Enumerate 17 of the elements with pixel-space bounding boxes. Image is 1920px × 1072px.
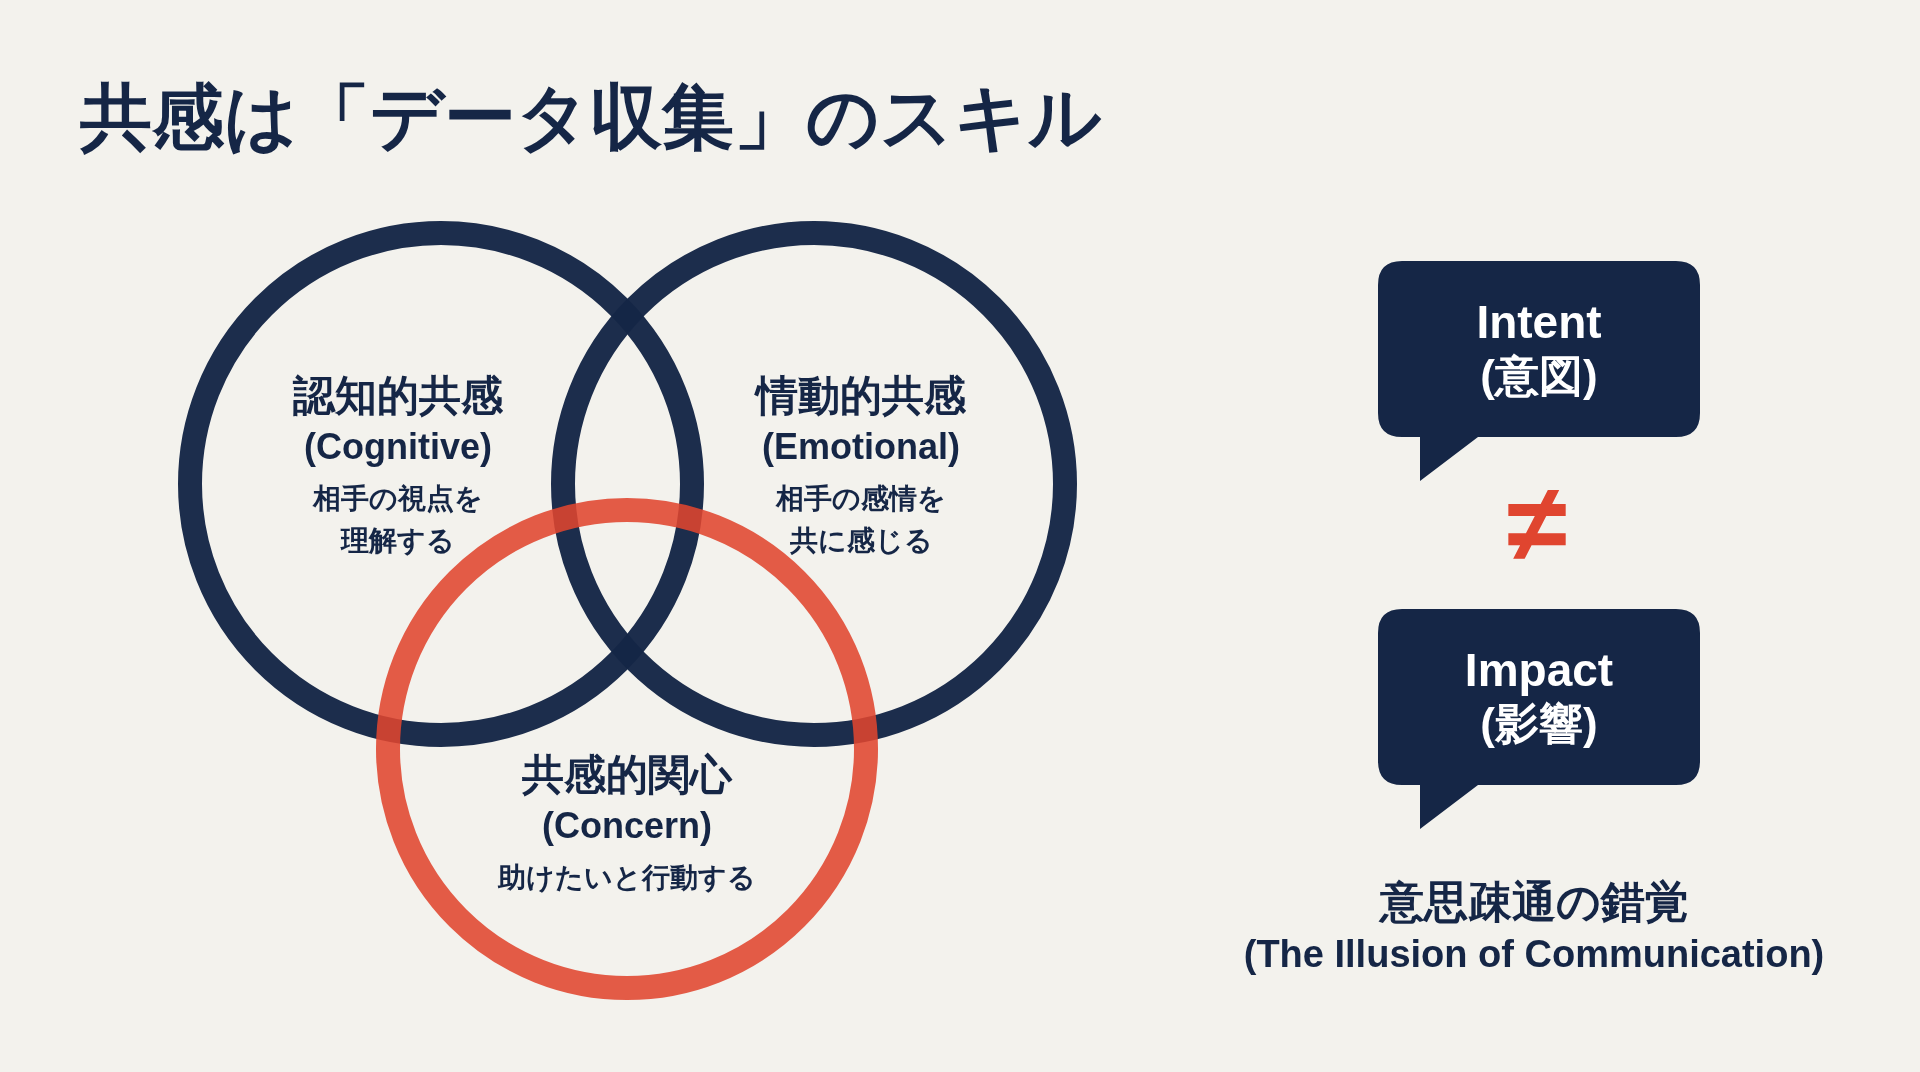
circle-subheading: (Cognitive) (304, 425, 492, 469)
bubble-subtitle: (影響) (1480, 698, 1598, 750)
caption-heading: 意思疎通の錯覚 (1377, 878, 1690, 927)
circle-heading: 認知的共感 (293, 371, 503, 421)
circle-description: 助けたいと行動する (498, 861, 756, 895)
circle-subheading: (Concern) (542, 804, 712, 848)
bubble-title: Intent (1476, 295, 1602, 349)
bubble-title: Impact (1464, 643, 1614, 697)
bubble-subtitle: (意図) (1480, 350, 1598, 402)
circle-description: 相手の視点を理解する (311, 482, 484, 558)
circle-heading: 情動的共感 (756, 371, 966, 421)
slide-title: 共感は「データ収集」のスキル (80, 76, 1102, 159)
circle-description: 相手の感情を共に感じる (774, 482, 947, 558)
circle-subheading: (Emotional) (762, 425, 960, 469)
circle-heading: 共感的関心 (522, 750, 732, 800)
caption-subheading: (The Illusion of Communication) (1242, 934, 1826, 976)
not-equal-sign: ≠ (1505, 462, 1569, 583)
